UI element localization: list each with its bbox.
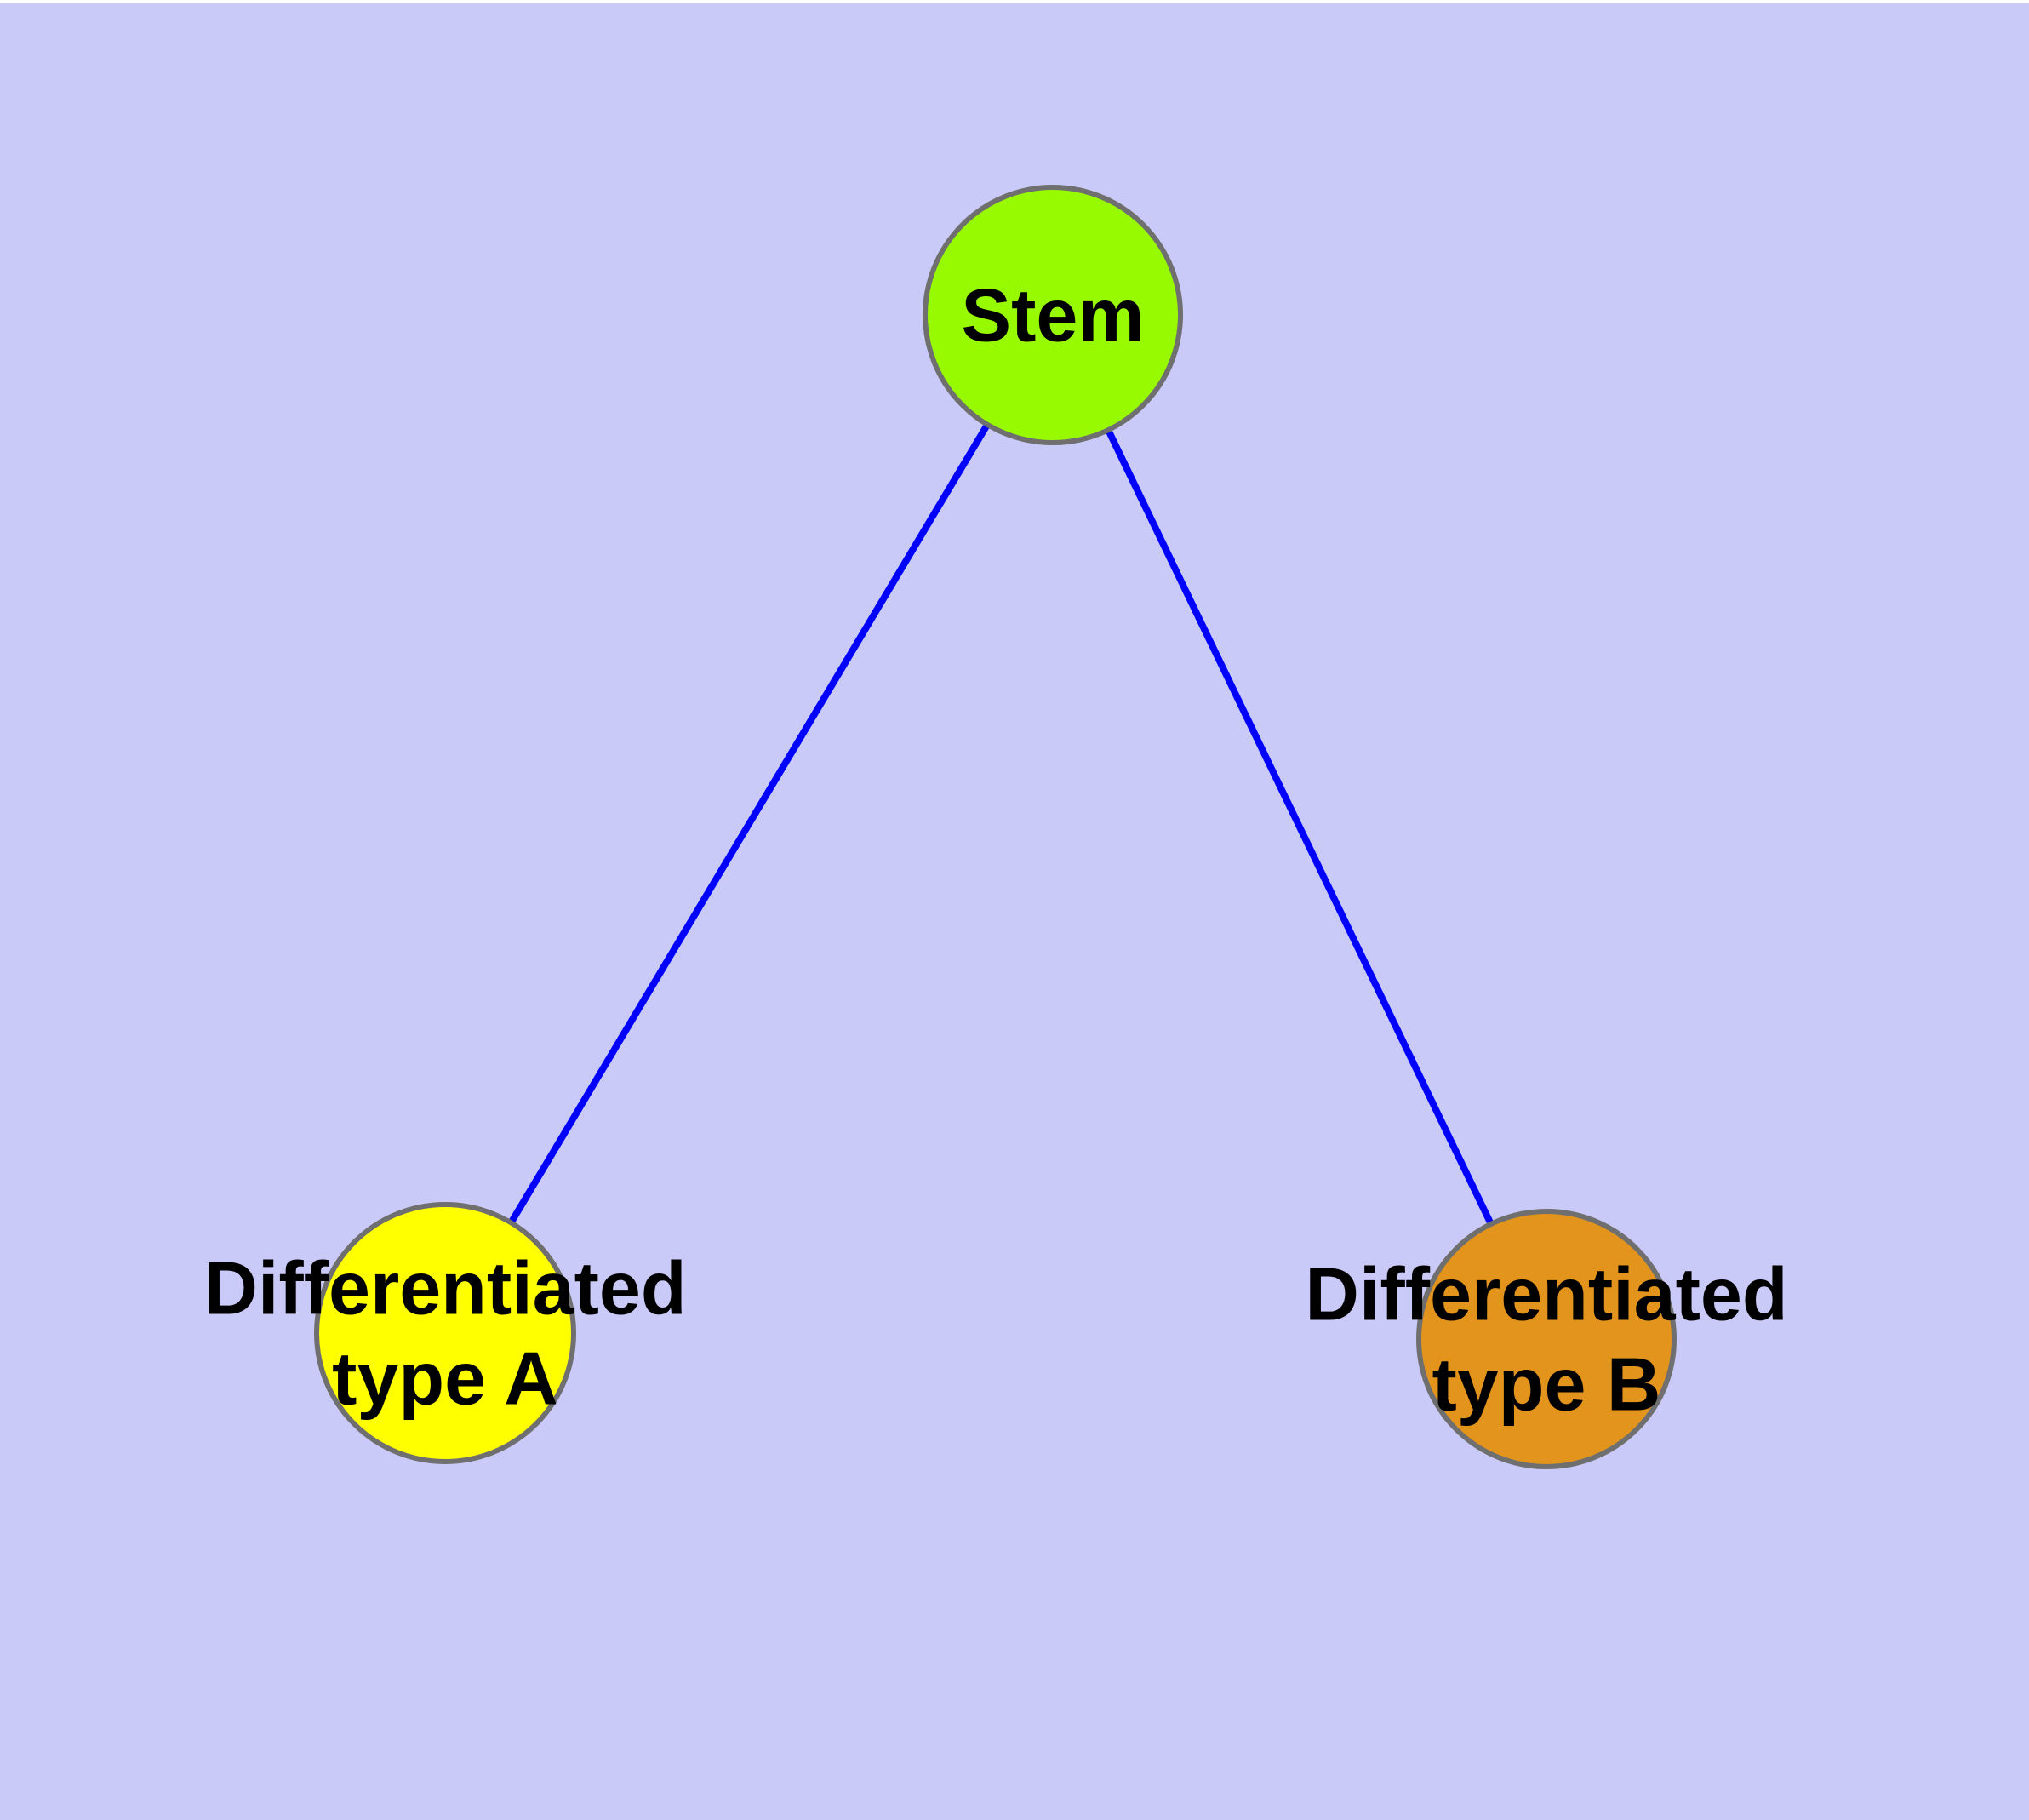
edges-layer xyxy=(442,312,1550,1341)
node-diff-a-circle xyxy=(314,1202,576,1464)
node-stem-circle xyxy=(923,185,1183,445)
node-diff-a-label-line1: Differentiated xyxy=(203,1246,686,1331)
edge-stem-diff-a xyxy=(442,312,1056,1336)
node-diff-b-label-line2: type B xyxy=(1432,1342,1661,1427)
edge-stem-diff-b xyxy=(1049,313,1550,1341)
node-diff-a-label-line2: type A xyxy=(332,1336,558,1421)
node-diff-b-circle xyxy=(1416,1209,1677,1469)
node-stem-label-line1: Stem xyxy=(961,273,1144,358)
nodes-layer xyxy=(314,185,1677,1469)
node-diff-b-label-line1: Differentiated xyxy=(1305,1252,1787,1336)
